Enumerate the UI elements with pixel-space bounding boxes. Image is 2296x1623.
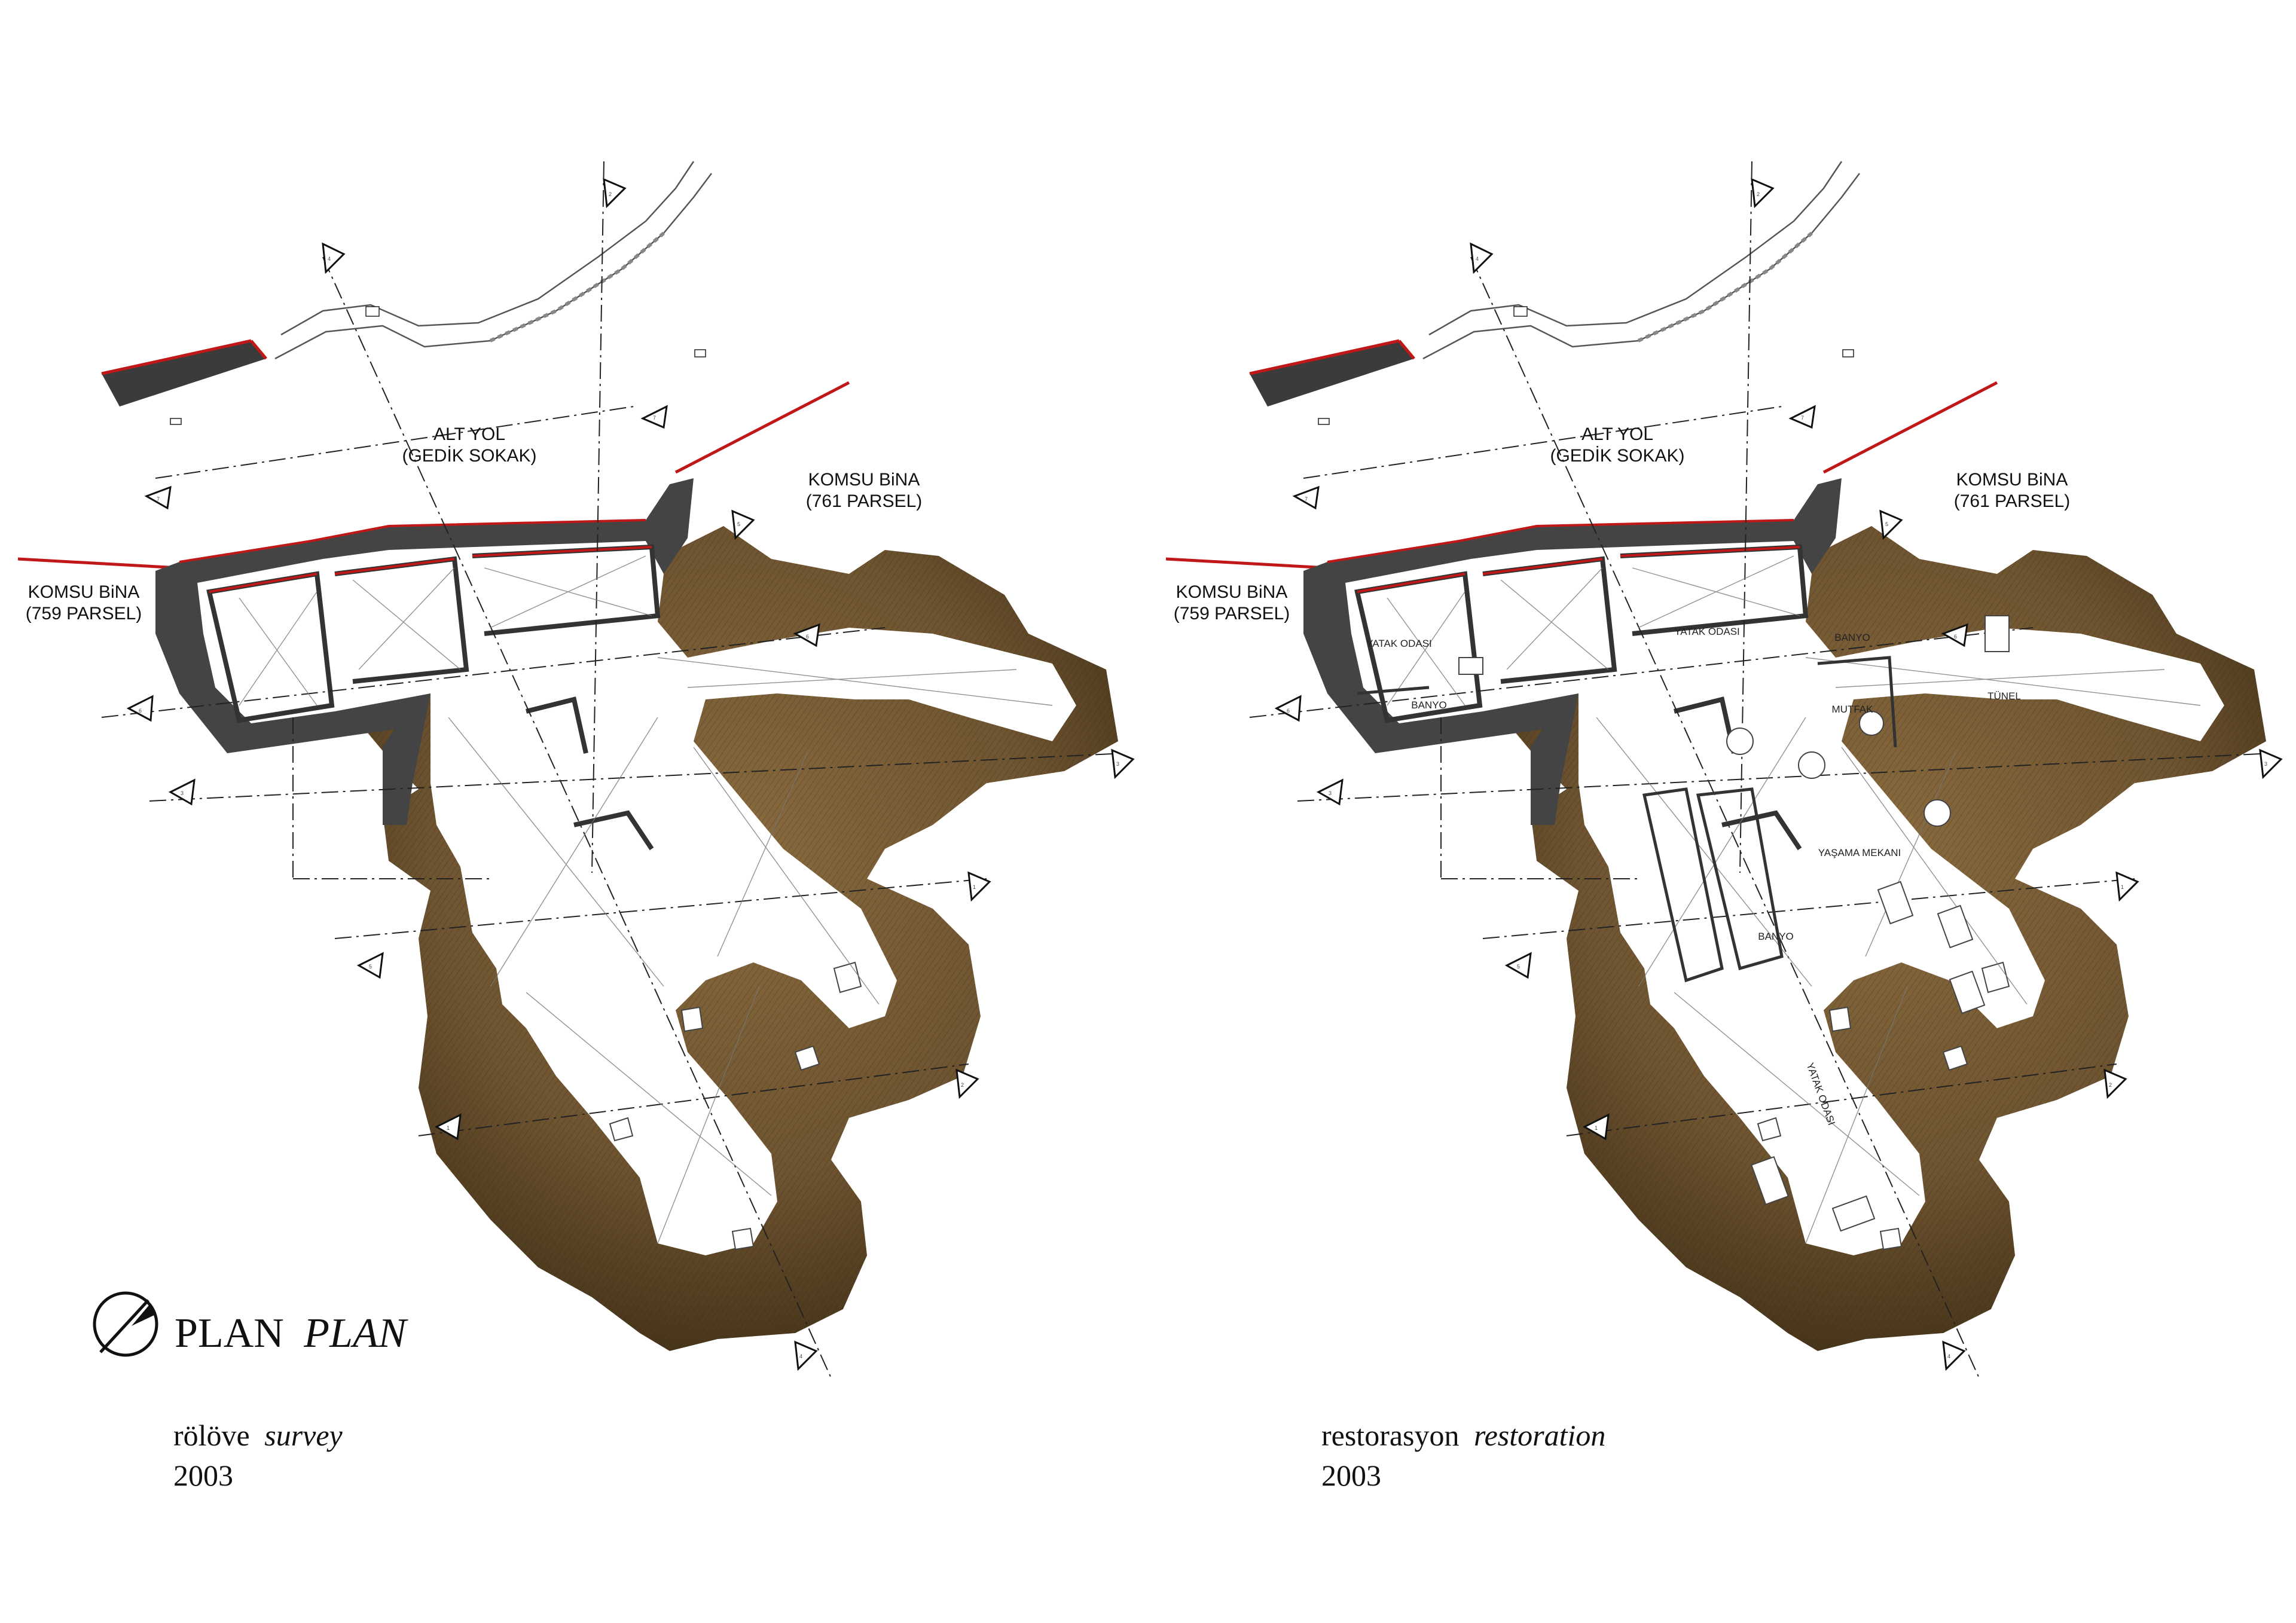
restoration-neighbor-right: KOMSU BiNA (1956, 470, 2068, 490)
section-mark-6b: 6 (806, 634, 809, 640)
r-section-mark-1b: 1 (1595, 1125, 1598, 1131)
section-mark-3: 3 (181, 790, 184, 796)
section-mark-2b: 2 (961, 1082, 964, 1088)
survey-section-marks: 4 2 7 7 5 6 6 3 3 1 5 2 1 4 (139, 191, 1119, 1359)
survey-neighbor-left-parcel: (759 PARSEL) (26, 604, 142, 623)
section-mark-6: 6 (139, 708, 142, 714)
restoration-caption-main: restorasyon (1321, 1419, 1460, 1452)
room-label-tunnel: TÜNEL (1987, 690, 2021, 702)
plan-title-italic: PLAN (303, 1310, 408, 1356)
restoration-neighbor-right-parcel: (761 PARSEL) (1954, 491, 2071, 511)
section-mark-7b: 7 (653, 415, 656, 421)
restoration-street-label: ALT YOL (1581, 424, 1653, 444)
north-arrow-icon (93, 1291, 158, 1357)
section-mark-7: 7 (157, 496, 160, 502)
room-label-kitchen: MUTFAK (1832, 704, 1874, 715)
r-section-mark-4: 4 (1476, 256, 1479, 262)
restoration-caption: restorasyon restoration (1321, 1419, 1605, 1452)
restoration-year: 2003 (1321, 1459, 1381, 1492)
plan-title-main: PLAN (175, 1310, 284, 1356)
r-section-mark-6: 6 (1287, 708, 1290, 714)
restoration-section-marks: 4 2 7 7 5 6 6 3 3 1 5 2 1 4 (1287, 191, 2267, 1359)
room-label-living: YAŞAMA MEKANI (1818, 847, 1901, 858)
section-mark-3b: 3 (1116, 761, 1119, 767)
restoration-neighbor-left: KOMSU BiNA (1176, 582, 1288, 602)
section-mark-4b: 4 (799, 1353, 802, 1359)
room-label-bedroom-2: YATAK ODASI (1674, 626, 1740, 637)
survey-neighbor-left: KOMSU BiNA (28, 582, 140, 602)
restoration-plan-drawing (1166, 161, 2281, 1378)
section-mark-5: 5 (737, 521, 740, 527)
restoration-plan: ALT YOL (GEDİK SOKAK) KOMSU BiNA (761 PA… (1166, 161, 2281, 1492)
section-mark-2: 2 (609, 191, 612, 197)
section-mark-1: 1 (973, 884, 976, 890)
section-mark-5b: 5 (369, 964, 372, 970)
restoration-caption-italic: restoration (1474, 1419, 1605, 1452)
r-section-mark-5: 5 (1885, 521, 1888, 527)
survey-caption-main: rölöve (173, 1419, 250, 1452)
r-section-mark-5b: 5 (1517, 964, 1520, 970)
r-section-mark-2b: 2 (2109, 1082, 2112, 1088)
r-section-mark-2: 2 (1757, 191, 1760, 197)
survey-caption-italic: survey (264, 1419, 343, 1452)
r-section-mark-7b: 7 (1801, 415, 1804, 421)
survey-street-label: ALT YOL (433, 424, 505, 444)
survey-caption: rölöve survey (173, 1419, 343, 1452)
restoration-street-sublabel: (GEDİK SOKAK) (1550, 446, 1684, 466)
room-label-bath-1: BANYO (1411, 699, 1447, 711)
survey-neighbor-right: KOMSU BiNA (808, 470, 920, 490)
r-section-mark-6b: 6 (1954, 634, 1957, 640)
restoration-neighbor-left-parcel: (759 PARSEL) (1174, 604, 1290, 623)
survey-plan-drawing (18, 161, 1133, 1378)
section-mark-4: 4 (328, 256, 331, 262)
r-section-mark-1: 1 (2121, 884, 2124, 890)
plan-title: PLAN PLAN (175, 1310, 408, 1356)
room-label-bedroom-1: YATAK ODASI (1366, 638, 1432, 649)
r-section-mark-3b: 3 (2264, 761, 2267, 767)
restoration-partitions (1357, 615, 2010, 1232)
survey-year: 2003 (173, 1459, 233, 1492)
r-section-mark-4b: 4 (1947, 1353, 1950, 1359)
survey-street-sublabel: (GEDİK SOKAK) (402, 446, 536, 466)
room-label-bath-3: BANYO (1758, 931, 1794, 942)
section-mark-1b: 1 (447, 1125, 450, 1131)
r-section-mark-3: 3 (1329, 790, 1332, 796)
room-label-bath-2: BANYO (1834, 632, 1870, 643)
survey-plan: ALT YOL (GEDİK SOKAK) KOMSU BiNA (761 PA… (18, 161, 1133, 1492)
r-section-mark-7: 7 (1305, 496, 1308, 502)
survey-neighbor-right-parcel: (761 PARSEL) (806, 491, 923, 511)
